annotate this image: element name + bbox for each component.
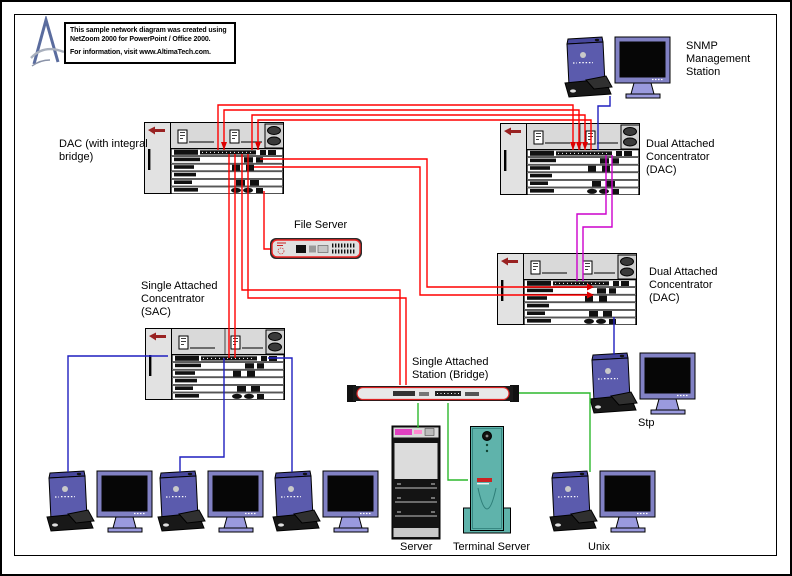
label-line: Single Attached [412,356,489,368]
note-line: This sample network diagram was created … [70,27,227,34]
workstation-2 [157,470,264,533]
workstation-1 [46,470,153,533]
dac-mid-right-label: Dual Attached Concentrator (DAC) [649,266,718,305]
fddi-ring-red-connections [217,104,592,385]
label-line: (DAC) [646,164,677,176]
dac-left-device [144,122,284,194]
terminal-server-label: Terminal Server [453,541,531,553]
dac-top-right-label: Dual Attached Concentrator (DAC) [646,138,715,177]
arrowhead-icon [587,291,594,299]
sac-label: Single Attached Concentrator (SAC) [141,280,217,319]
snmp-station-label: SNMP Management Station [686,40,750,79]
connection-red-dac-dac2-2 [254,166,587,296]
arrowhead-icon [255,142,261,150]
note-line: For information, visit www.AltimaTech.co… [70,49,211,56]
label-line: (SAC) [141,306,171,318]
workstation-3 [272,470,379,533]
netzoom-logo-icon [30,14,65,67]
connection-magenta-dac-dac-2 [582,155,613,281]
server-controls [395,429,412,435]
connection-red-dac-bridge-2 [247,154,407,385]
connection-red-ring-4 [257,119,592,150]
bridge-label: Single Attached Station (Bridge) [412,356,488,382]
terminal-server-badge [477,478,492,482]
connection-blue-sac-ws3 [268,357,293,472]
green-connections [417,392,591,481]
label-line: bridge) [59,151,94,163]
arrowhead-icon [587,283,594,291]
connection-green-bridge-terminal [447,403,468,481]
red-arrowheads [221,142,594,299]
connection-red-fileserver [263,191,270,250]
label-line: SNMP [686,40,718,52]
connection-red-ring-3 [251,114,586,150]
label-line: Concentrator [649,279,713,291]
dac-left-label: DAC (with integral bridge) [59,138,148,164]
file-server-device [270,238,362,259]
arrowhead-icon [570,142,576,150]
server-tower [391,425,441,540]
blue-connections [67,96,615,472]
connection-red-dac-dac2-1 [260,158,587,288]
vendor-mark [277,242,286,246]
arrowhead-icon [582,142,588,150]
bridge-device [347,385,519,402]
arrowhead-icon [576,142,582,150]
connection-blue-sac-ws1 [67,355,168,472]
label-line: (DAC) [649,292,680,304]
label-line: Management [686,53,751,65]
stp-label: Stp [638,417,655,429]
dac-top-right-device [500,123,640,195]
sac-device [145,328,285,400]
dac-mid-right-device [497,253,637,325]
label-line: Dual Attached [646,138,715,150]
connection-magenta-dac-dac-1 [576,155,607,281]
stp-workstation [589,352,696,415]
label-line: DAC (with integral [59,138,148,150]
label-line: Station (Bridge) [412,369,489,381]
label-line: Concentrator [141,293,205,305]
port-grid [332,243,355,254]
label-line: Single Attached [141,280,218,292]
netzoom-logo [30,14,66,68]
connection-red-ring-2 [223,109,580,150]
connection-green-bridge-unix [519,392,591,472]
file-server-label: File Server [294,219,348,231]
connection-red-dac-bridge-1 [241,154,401,385]
label-line: Dual Attached [649,266,718,278]
note-line: NetZoom 2000 for PowerPoint / Office 200… [70,36,211,43]
label-line: Station [686,66,721,78]
magenta-connections [576,155,613,281]
server-label: Server [400,541,433,553]
terminal-server-tower [463,426,511,534]
label-line: Concentrator [646,151,710,163]
unix-workstation [549,470,656,533]
connection-red-ring-1 [217,104,574,150]
arrowhead-icon [221,142,227,150]
snmp-workstation [564,36,671,99]
connection-blue-sac-ws2 [179,358,225,472]
connection-blue-snmp-dac [597,96,611,150]
note-box: This sample network diagram was created … [64,22,236,64]
unix-label: Unix [588,541,611,553]
